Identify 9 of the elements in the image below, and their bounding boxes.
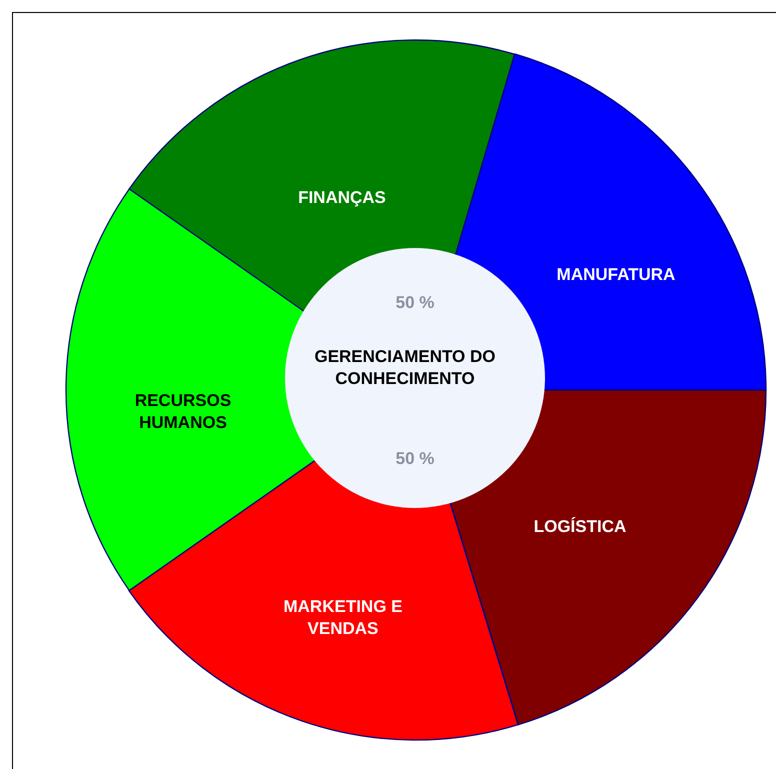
node-label: 50 % <box>394 292 436 314</box>
node-label: 50 % <box>394 448 436 470</box>
node-label: MARKETING E VENDAS <box>282 596 404 640</box>
node-label: MANUFATURA <box>556 264 676 286</box>
node-label: RECURSOS HUMANOS <box>134 390 232 434</box>
node-label: FINANÇAS <box>298 186 386 209</box>
node-label: GERENCIAMENTO DO CONHECIMENTO <box>313 346 497 390</box>
center-circle <box>285 248 545 508</box>
node-label: LOGÍSTICA <box>534 516 626 538</box>
